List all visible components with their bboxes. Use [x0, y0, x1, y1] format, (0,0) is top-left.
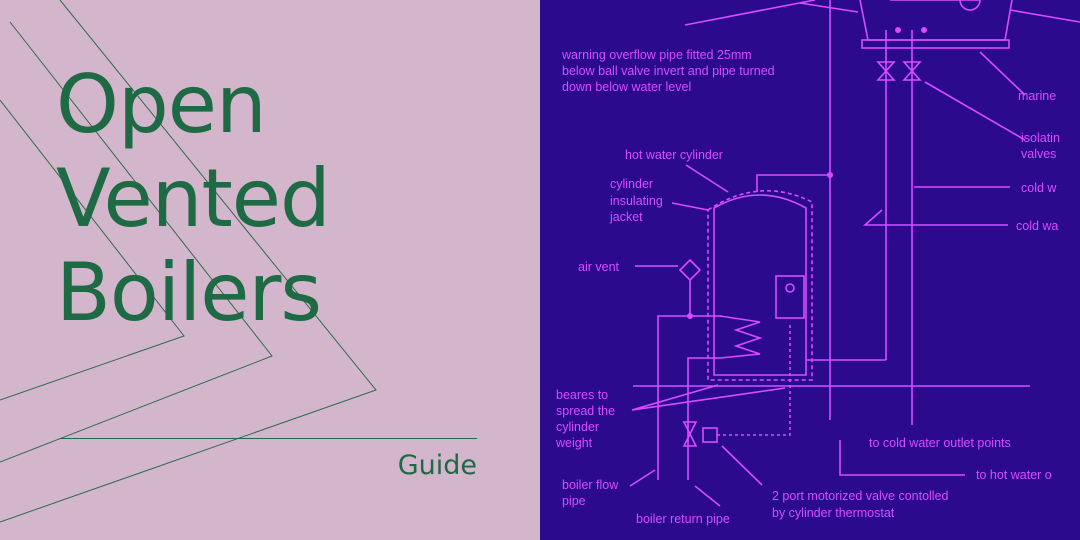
thermostat-dial: [785, 283, 795, 293]
chevron-line: [0, 21, 273, 463]
pipe: [1009, 9, 1080, 23]
label-overflow: below ball valve invert and pipe turned: [562, 64, 775, 78]
label-air-vent: air vent: [578, 260, 620, 274]
ball-float: [959, 0, 981, 11]
jacket-pointer: [671, 202, 709, 211]
label-bearers: cylinder: [556, 420, 599, 434]
isolating-valve: [876, 61, 896, 81]
label-jacket: insulating: [610, 194, 663, 208]
cold-tank: [859, 0, 1013, 41]
label-bearers: spread the: [556, 404, 615, 418]
label-cold-w: cold w: [1021, 181, 1057, 195]
return-pointer: [694, 485, 721, 507]
diagram-svg: warning overflow pipe fitted 25mm below …: [555, 0, 1080, 526]
air-vent: [678, 258, 702, 282]
label-marine: marine: [1018, 89, 1056, 103]
label-cold-outlet: to cold water outlet points: [869, 436, 1011, 450]
label-isolating: valves: [1021, 147, 1056, 161]
page-title: Open Vented Boilers: [56, 58, 331, 340]
label-isolating: isolatin: [1021, 131, 1060, 145]
tank-base: [861, 39, 1010, 49]
cold-wa-pointer: [862, 209, 1008, 226]
divider: [60, 438, 477, 439]
hot-water-cylinder: [713, 194, 807, 376]
heating-coil: [719, 315, 763, 359]
boiler-diagram: warning overflow pipe fitted 25mm below …: [540, 0, 1080, 540]
label-bearers: weight: [555, 436, 593, 450]
label-boiler-flow: pipe: [562, 494, 586, 508]
thermostat-wire: [717, 325, 791, 436]
label-boiler-return: boiler return pipe: [636, 512, 730, 526]
flow-pointer: [629, 469, 656, 487]
label-overflow: warning overflow pipe fitted 25mm: [561, 48, 752, 62]
label-bearers: beares to: [556, 388, 608, 402]
insulating-jacket: [707, 189, 813, 381]
cylinder-thermostat: [775, 275, 805, 319]
isolating-valve: [902, 61, 922, 81]
isolating-pointer: [924, 81, 1026, 141]
hot-outlet-pipe: [839, 440, 965, 476]
motorized-valve: [682, 421, 698, 447]
bearer-pointer: [631, 387, 786, 411]
label-cold-wa: cold wa: [1016, 219, 1058, 233]
decorative-chevron-lines: [0, 0, 377, 523]
boiler-return-pipe: [687, 357, 720, 480]
overflow-pipe: [799, 2, 859, 13]
bearer-pointer: [631, 384, 719, 411]
label-overflow: down below water level: [562, 80, 691, 94]
overflow-pointer: [684, 0, 816, 26]
cover-panel: Open Vented Boilers Guide: [0, 0, 540, 540]
category-label: Guide: [397, 450, 477, 481]
label-jacket: cylinder: [610, 177, 653, 191]
title-line: Boilers: [56, 246, 322, 339]
label-cylinder: hot water cylinder: [625, 148, 723, 162]
label-jacket: jacket: [609, 210, 643, 224]
label-motorized-valve: 2 port motorized valve contolled: [772, 489, 949, 503]
valve-pointer: [721, 445, 763, 486]
title-line: Open: [56, 58, 267, 151]
valve-actuator: [702, 427, 718, 443]
chevron-line: [0, 99, 185, 401]
label-hot-outlet: to hot water o: [976, 468, 1052, 482]
marine-pointer: [979, 51, 1026, 96]
title-line: Vented: [56, 152, 331, 245]
boiler-flow-pipe: [657, 280, 691, 480]
chevron-line: [0, 0, 377, 523]
label-motorized-valve: by cylinder thermostat: [772, 506, 895, 520]
cylinder-pointer: [685, 164, 729, 193]
hot-draw-off: [756, 174, 830, 192]
label-boiler-flow: boiler flow: [562, 478, 619, 492]
